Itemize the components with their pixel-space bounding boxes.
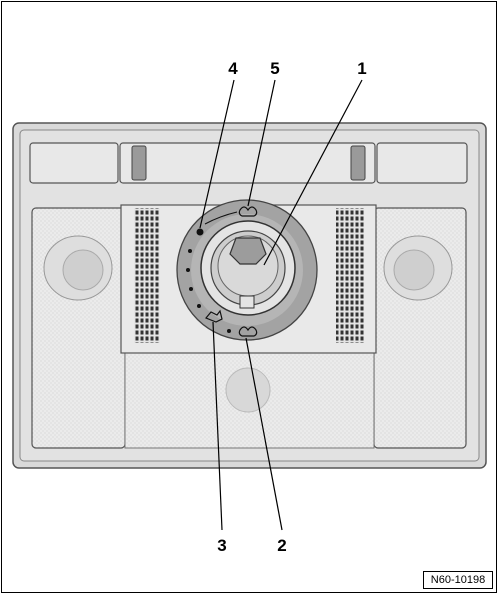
- lamp-off-symbol: [238, 326, 258, 337]
- left-reading-lamp-lens: [31, 207, 126, 449]
- callout-2: 2: [277, 536, 287, 555]
- top-button-strip: [29, 142, 468, 184]
- leader-line-5: [247, 79, 276, 207]
- callout-4: 4: [228, 59, 238, 78]
- lamp-on-symbol: [205, 309, 223, 323]
- callout-1: 1: [357, 59, 367, 78]
- leader-line-4: [199, 79, 235, 229]
- switch-position-markings: [186, 206, 258, 337]
- rotary-light-switch: [176, 199, 318, 341]
- door-contact-symbol: [238, 206, 258, 217]
- leader-line-1: [263, 79, 363, 266]
- leader-line-2: [245, 337, 283, 531]
- callout-3: 3: [217, 536, 227, 555]
- callout-5: 5: [270, 59, 280, 78]
- center-interior-lamp-lens: [124, 351, 375, 449]
- right-reading-lamp-lens: [373, 207, 467, 449]
- figure-reference-code: N60-10198: [423, 571, 493, 589]
- leader-line-3: [212, 321, 223, 531]
